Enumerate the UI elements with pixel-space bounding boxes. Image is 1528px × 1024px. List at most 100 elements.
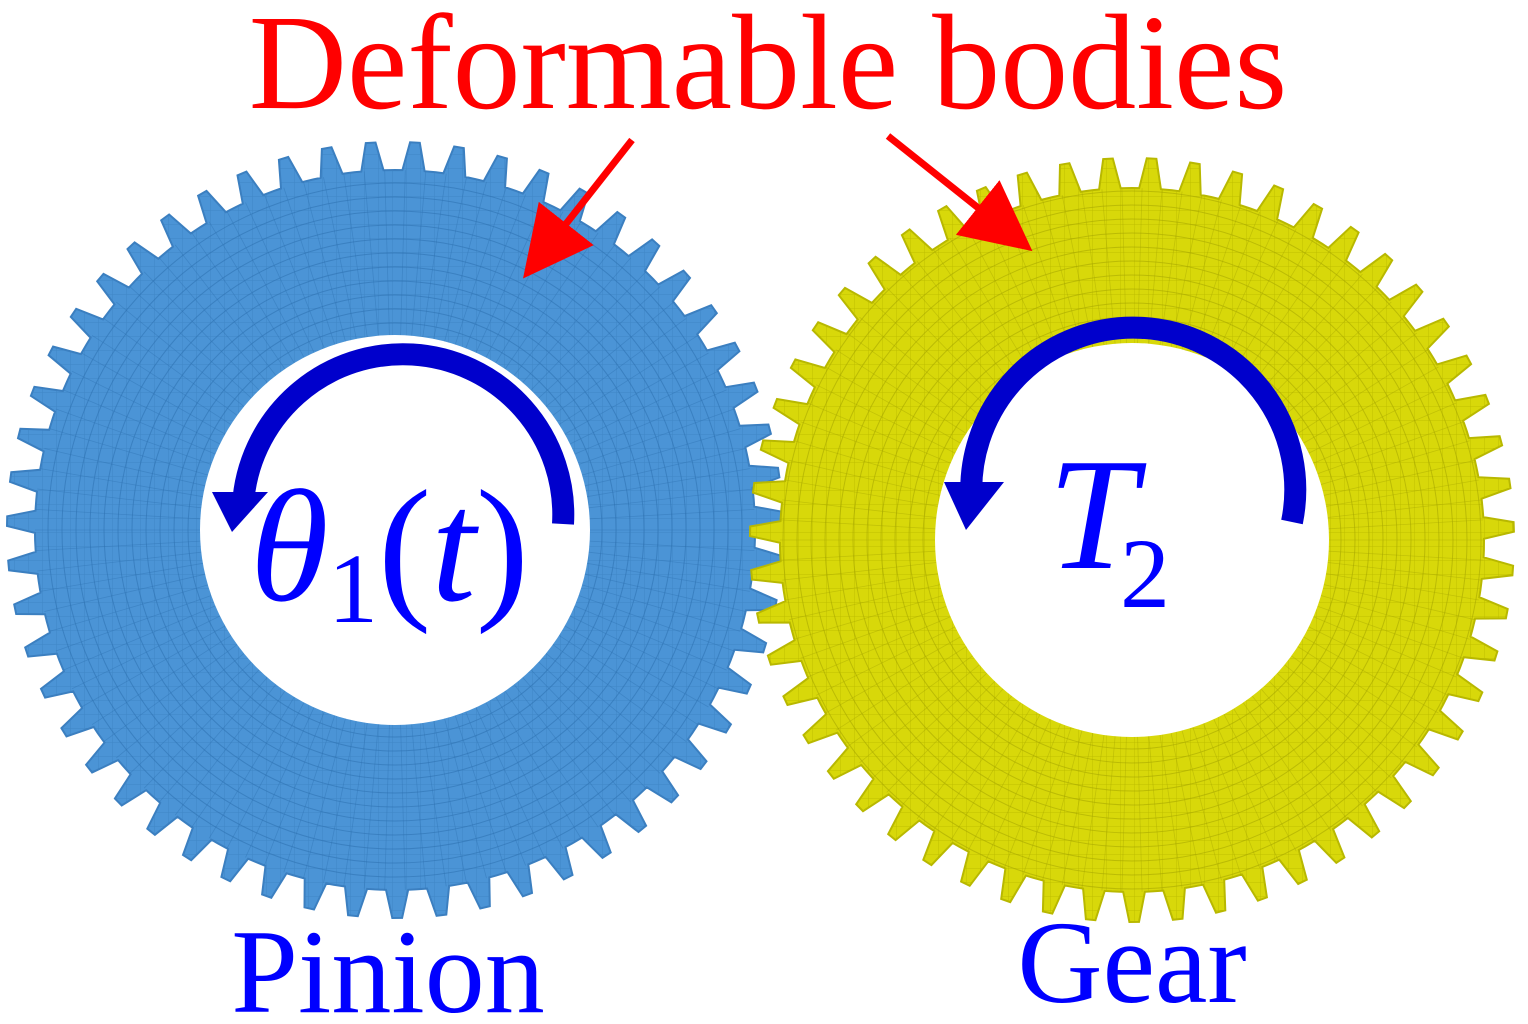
mesh-spoke (1297, 646, 1429, 731)
mesh-spoke (872, 301, 988, 408)
mesh-spoke (1203, 723, 1261, 869)
gear-symbol-subscript: 2 (1120, 518, 1170, 629)
mesh-spoke (504, 690, 599, 828)
mesh-spoke (208, 221, 295, 364)
mesh-spoke (815, 384, 956, 454)
mesh-spoke (1303, 366, 1439, 444)
mesh-spoke (1081, 191, 1105, 346)
mesh-spoke (578, 408, 735, 465)
mesh-spoke (1328, 519, 1484, 530)
mesh-spoke (789, 584, 941, 621)
mesh-spoke (916, 695, 1013, 819)
mesh-ring (61, 196, 729, 864)
mesh-spoke (191, 690, 286, 828)
mesh-spoke (191, 232, 286, 370)
mesh-spoke (581, 428, 741, 476)
mesh-spoke (800, 605, 947, 659)
mesh-spoke (1223, 228, 1297, 366)
pinion-symbol-theta: θ (250, 457, 329, 635)
mesh-spoke (1327, 499, 1482, 518)
mesh-spoke (1260, 273, 1363, 392)
mesh-ring (159, 294, 631, 766)
mesh-spoke (872, 672, 988, 779)
mesh-spoke (782, 499, 937, 518)
mesh-spoke (40, 562, 203, 592)
pinion-rotation-arrow-icon (212, 343, 575, 532)
mesh-spoke (1284, 316, 1405, 416)
gear-bore (935, 343, 1329, 737)
mesh-spoke (1223, 714, 1297, 852)
pinion-symbol: θ (250, 457, 329, 635)
mesh-spoke (1269, 681, 1378, 793)
mesh-spoke (807, 616, 951, 678)
mesh-ring (187, 322, 603, 738)
mesh-spoke (1317, 605, 1464, 659)
mesh-spoke (1203, 211, 1261, 357)
mesh-ring (880, 288, 1384, 792)
mesh-spoke (538, 661, 661, 774)
mesh-spoke (433, 177, 467, 339)
pointer-arrow-to-gear-icon (885, 133, 1033, 252)
mesh-spoke (226, 211, 305, 358)
mesh-spoke (522, 257, 632, 383)
mesh-spoke (1042, 730, 1083, 881)
mesh-spoke (116, 653, 245, 759)
mesh-spoke (569, 370, 719, 445)
mesh-spoke (522, 677, 632, 803)
mesh-spoke (584, 448, 746, 487)
mesh-spoke (44, 448, 206, 487)
mesh-spoke (1269, 287, 1378, 399)
mesh-spoke (1326, 479, 1479, 507)
mesh-spoke (800, 421, 947, 475)
mesh-spoke (1260, 688, 1363, 807)
mesh-spoke (91, 635, 232, 725)
mesh-spoke (1042, 199, 1083, 350)
mesh-spoke (465, 194, 526, 349)
gear-label: Gear (1017, 897, 1246, 1024)
mesh-spoke (558, 635, 699, 725)
mesh-ring (824, 232, 1440, 848)
mesh-spoke (967, 714, 1041, 852)
mesh-ring (75, 210, 715, 850)
mesh-spoke (1323, 584, 1475, 621)
mesh-spoke (343, 173, 368, 338)
mesh-spoke (1022, 727, 1072, 875)
mesh-spoke (932, 702, 1022, 831)
mesh-spoke (226, 702, 305, 849)
mesh-spoke (465, 711, 526, 866)
mesh-spoke (1323, 459, 1475, 496)
mesh-spoke (825, 366, 961, 444)
mesh-spoke (1061, 733, 1094, 886)
mesh-spoke (129, 661, 252, 774)
mesh-spoke (558, 335, 699, 425)
mesh-spoke (1313, 616, 1457, 678)
mesh-ring (131, 266, 659, 794)
mesh-spoke (932, 249, 1022, 378)
mesh-spoke (901, 273, 1004, 392)
mesh-spoke (794, 595, 944, 640)
mesh-spoke (584, 573, 746, 612)
mesh-ring (173, 308, 617, 752)
mesh-spoke (81, 625, 226, 708)
mesh-spoke (967, 228, 1041, 366)
mesh-spoke (545, 301, 674, 407)
mesh-spoke (1233, 238, 1315, 372)
mesh-spoke (1159, 734, 1183, 889)
mesh-spoke (1121, 736, 1127, 892)
mesh-spoke (1170, 733, 1203, 886)
mesh-ring (145, 280, 645, 780)
mesh-spoke (589, 540, 755, 551)
mesh-spoke (454, 187, 507, 345)
mesh-spoke (63, 389, 216, 455)
mesh-spoke (303, 718, 346, 879)
mesh-spoke (1251, 261, 1348, 385)
mesh-spoke (400, 170, 406, 336)
mesh-spoke (264, 711, 325, 866)
mesh-spoke (588, 551, 753, 572)
mesh-spoke (581, 584, 741, 632)
mesh-spoke (846, 655, 973, 748)
mesh-spoke (71, 370, 221, 445)
mesh-spoke (1313, 402, 1457, 464)
mesh-spoke (433, 721, 467, 883)
